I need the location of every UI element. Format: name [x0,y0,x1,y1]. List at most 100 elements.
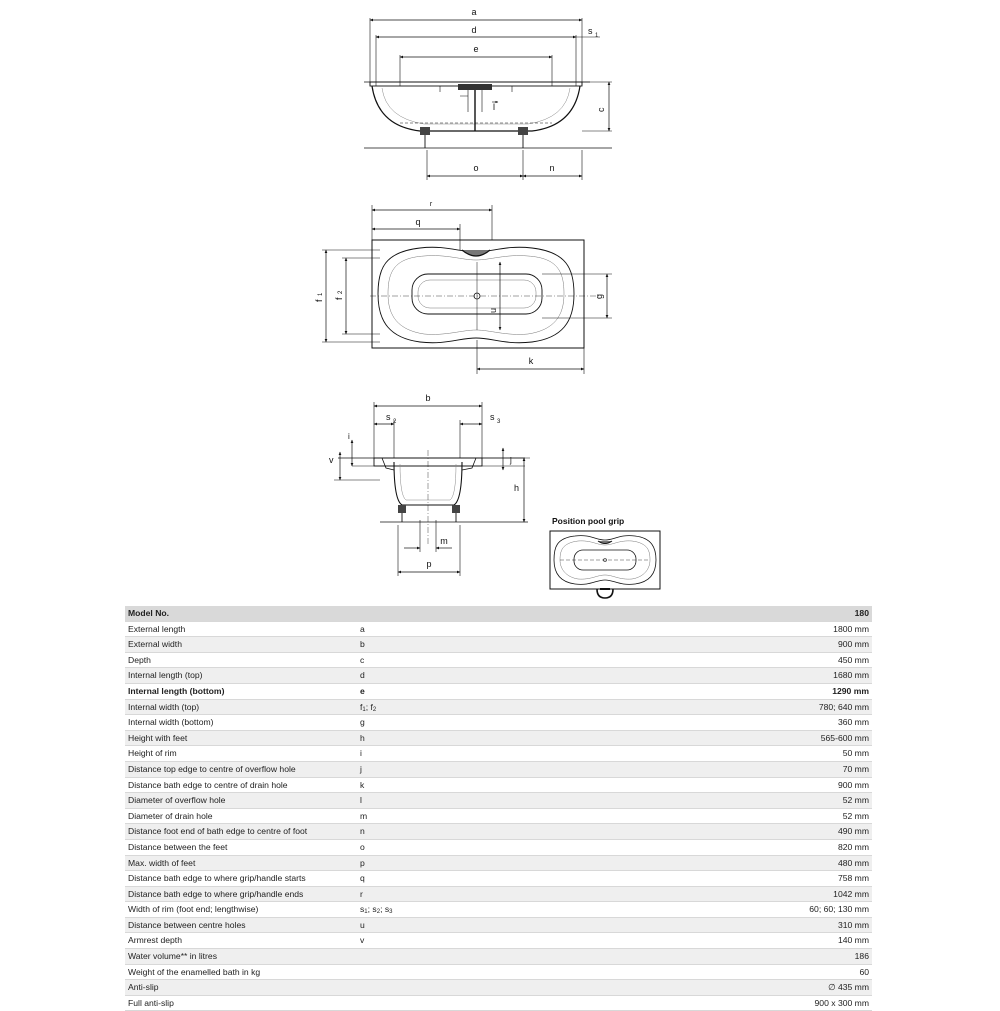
dim-label-s1: s [588,26,593,36]
row-value: 360 mm [483,714,872,731]
row-symbol: s1; s2; s3 [357,901,483,918]
row-symbol [357,995,483,1011]
dim-label-f1-sub: 1 [318,292,324,296]
row-label: Armrest depth [125,932,357,950]
row-label: Water volume** in litres [125,948,357,965]
dim-label-i: i [348,432,350,441]
header-sym [357,606,483,622]
row-label: Distance top edge to centre of overflow … [125,761,357,778]
dim-label-b: b [425,393,430,403]
row-symbol: v [357,932,483,950]
table-row: Width of rim (foot end; lengthwise)s1; s… [125,901,872,918]
row-label: Weight of the enamelled bath in kg [125,964,357,981]
row-label: Internal width (bottom) [125,714,357,731]
table-header-row: Model No. 180 [125,606,872,622]
row-value: 52 mm [483,808,872,825]
row-value: 758 mm [483,870,872,887]
dim-label-s3-sub: 3 [497,419,501,425]
pool-grip-drawing [549,530,661,599]
row-symbol: h [357,730,483,747]
table-row: Distance top edge to centre of overflow … [125,761,872,778]
dim-label-s1-sub: 1 [595,33,599,39]
row-value: 900 mm [483,636,872,653]
dim-label-r: r [430,201,433,208]
dim-label-f2-sub: 2 [338,290,344,294]
dim-label-c: c [596,107,606,112]
row-label: External length [125,621,357,638]
row-symbol: i [357,745,483,762]
row-symbol [357,979,483,996]
row-symbol [357,948,483,965]
row-symbol: u [357,917,483,934]
side-view-drawing [364,18,612,180]
row-label: Internal width (top) [125,699,357,716]
row-value: 60; 60; 130 mm [483,901,872,918]
row-value: 1680 mm [483,667,872,684]
dim-label-h: h [514,483,519,493]
row-value: 565-600 mm [483,730,872,747]
row-value: 186 [483,948,872,965]
plan-view-drawing [322,205,612,374]
row-symbol: n [357,823,483,840]
row-value: 820 mm [483,839,872,856]
row-symbol: c [357,652,483,669]
row-symbol: k [357,777,483,794]
row-value: 50 mm [483,745,872,762]
row-label: External width [125,636,357,653]
row-value: 1290 mm [483,683,872,700]
row-label: Depth [125,652,357,669]
dim-label-s3: s [490,412,495,422]
table-row: Distance bath edge to where grip/handle … [125,886,872,903]
technical-drawings: a d s 1 e c l o n [314,7,661,599]
row-value: 60 [483,964,872,981]
row-value: ∅ 435 mm [483,979,872,996]
table-row: Distance bath edge to where grip/handle … [125,870,872,887]
row-symbol: d [357,667,483,684]
row-symbol: r [357,886,483,903]
table-row: Distance bath edge to centre of drain ho… [125,777,872,794]
header-value: 180 [483,606,872,622]
row-label: Height of rim [125,745,357,762]
row-value: 1800 mm [483,621,872,638]
row-label: Distance between centre holes [125,917,357,934]
dim-label-q: q [415,217,420,227]
row-value: 450 mm [483,652,872,669]
row-label: Distance foot end of bath edge to centre… [125,823,357,840]
row-label: Max. width of feet [125,855,357,872]
row-value: 900 mm [483,777,872,794]
dim-label-l: l [493,102,495,112]
row-value: 310 mm [483,917,872,934]
row-label: Distance between the feet [125,839,357,856]
row-value: 1042 mm [483,886,872,903]
table-row: Anti-slip∅ 435 mm [125,979,872,996]
row-symbol: l [357,792,483,809]
table-row: Distance foot end of bath edge to centre… [125,823,872,840]
row-value: 70 mm [483,761,872,778]
row-symbol: o [357,839,483,856]
row-label: Internal length (top) [125,667,357,684]
row-symbol: e [357,683,483,700]
row-symbol [357,964,483,981]
row-label: Height with feet [125,730,357,747]
dim-label-s2-sub: 2 [393,419,397,425]
row-symbol: p [357,855,483,872]
dim-label-n: n [549,163,554,173]
row-symbol: j [357,761,483,778]
row-symbol: g [357,714,483,731]
row-label: Distance bath edge to where grip/handle … [125,886,357,903]
dim-label-a: a [471,7,476,17]
dim-label-k: k [529,356,534,366]
row-symbol: a [357,621,483,638]
